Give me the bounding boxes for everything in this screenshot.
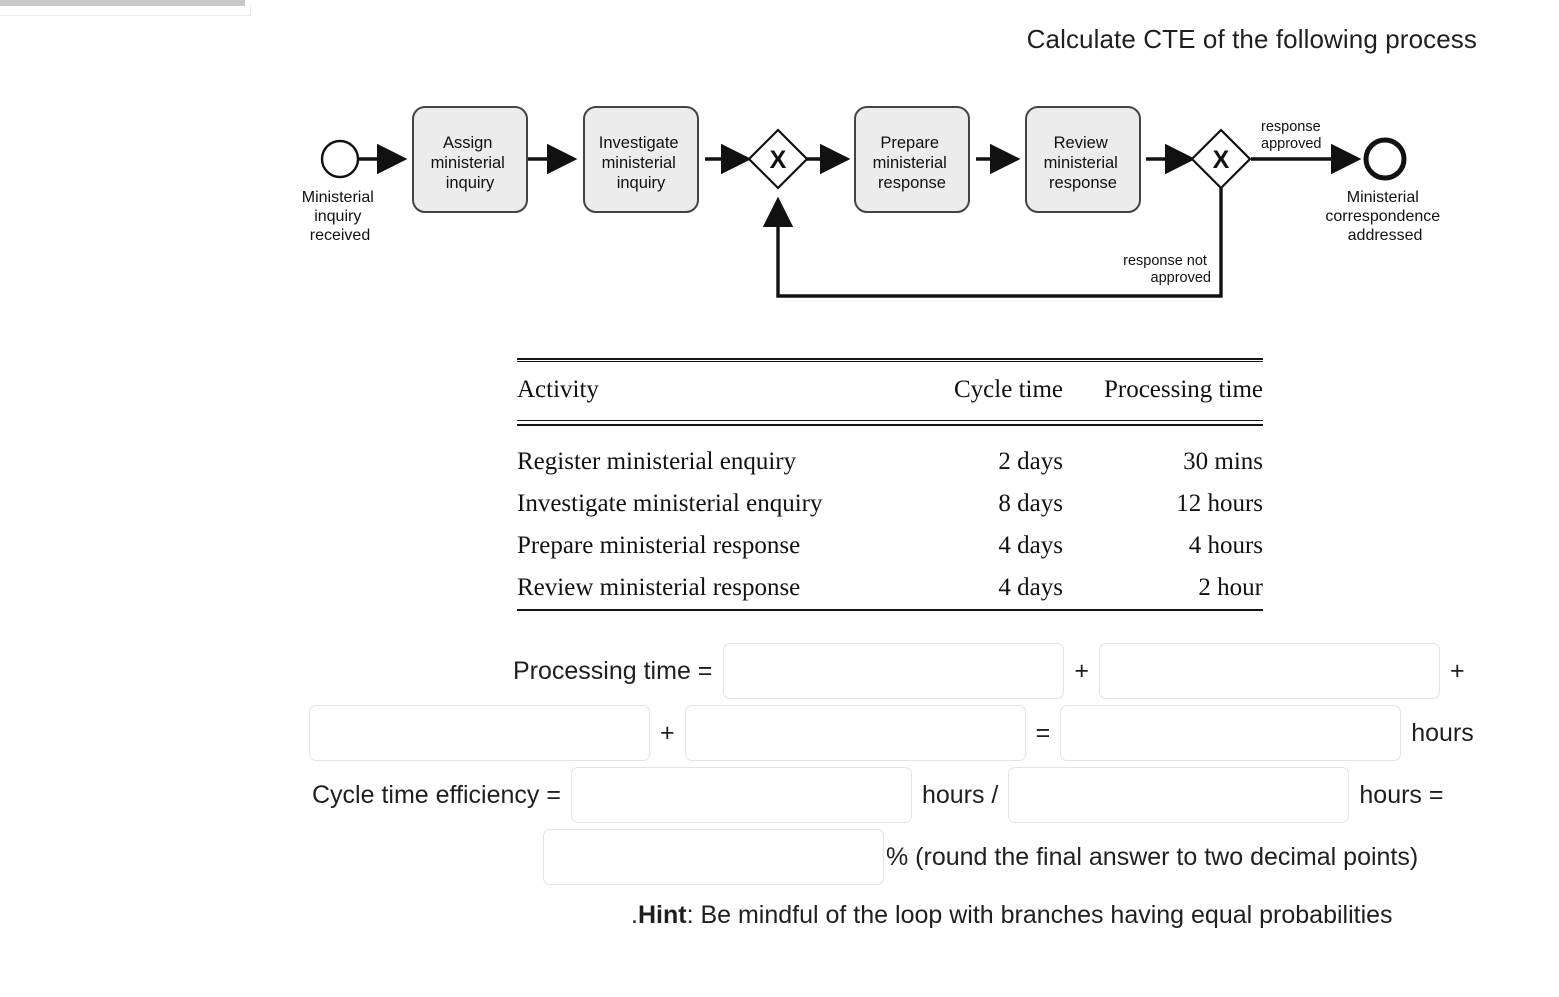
equals-operator-1: = xyxy=(1035,718,1051,747)
cell-processing-time: 4 hours xyxy=(1188,532,1263,559)
task-label: Prepare ministerial response xyxy=(873,134,952,192)
top-strip xyxy=(0,0,245,6)
processing-time-term-4-input[interactable] xyxy=(684,705,1026,761)
cell-activity: Review ministerial response xyxy=(517,574,801,601)
top-strip-underline xyxy=(0,6,251,16)
start-event-label: Ministerial inquiry received xyxy=(302,189,378,244)
cell-processing-time: 30 mins xyxy=(1183,448,1263,475)
flow-response-not-approved xyxy=(762,188,1223,298)
cell-activity: Register ministerial enquiry xyxy=(517,448,797,475)
answer-form: Processing time = + + + = hours Cycle ti… xyxy=(0,640,1559,942)
table-row: Prepare ministerial response 4 days 4 ho… xyxy=(517,525,1263,567)
cell-processing-time: 2 hour xyxy=(1198,574,1263,601)
task-label: Assign ministerial inquiry xyxy=(431,134,510,192)
cell-cycle-time: 4 days xyxy=(998,532,1063,559)
page-title: Calculate CTE of the following process xyxy=(1026,24,1477,54)
cell-cycle-time: 4 days xyxy=(998,574,1063,601)
hours-divide-unit: hours / xyxy=(921,780,999,809)
plus-operator-3: + xyxy=(660,718,675,747)
plus-operator-2: + xyxy=(1450,656,1465,685)
start-event xyxy=(320,139,360,179)
cell-processing-time: 12 hours xyxy=(1176,490,1263,517)
percent-rounding-note: % (round the final answer to two decimal… xyxy=(886,842,1419,871)
hours-equals-unit: hours = xyxy=(1359,780,1444,809)
cte-result-input[interactable] xyxy=(543,829,884,885)
gateway-symbol: X xyxy=(770,146,787,174)
task-prepare-ministerial-response: Prepare ministerial response xyxy=(854,106,970,213)
processing-time-total-input[interactable] xyxy=(1060,705,1402,761)
table-header-activity: Activity xyxy=(517,361,913,421)
gateway-xor-join: X xyxy=(747,128,809,190)
bpmn-process-diagram: Ministerial inquiry received Assign mini… xyxy=(0,75,1559,325)
hint-prefix: . xyxy=(631,900,638,929)
task-assign-ministerial-inquiry: Assign ministerial inquiry xyxy=(412,106,528,213)
cte-numerator-input[interactable] xyxy=(570,767,912,823)
table-row: Register ministerial enquiry 2 days 30 m… xyxy=(517,425,1263,483)
task-investigate-ministerial-inquiry: Investigate ministerial inquiry xyxy=(583,106,699,213)
task-label: Review ministerial response xyxy=(1044,134,1123,192)
end-event xyxy=(1363,137,1407,181)
processing-time-label: Processing time = xyxy=(513,656,713,685)
task-label: Investigate ministerial inquiry xyxy=(599,134,683,192)
table-header-processing-time: Processing time xyxy=(1063,361,1263,421)
hint-bold-label: Hint xyxy=(637,900,687,929)
processing-time-term-1-input[interactable] xyxy=(723,643,1065,699)
cycle-time-efficiency-label: Cycle time efficiency = xyxy=(312,780,561,809)
gateway-symbol: X xyxy=(1213,146,1230,174)
flow-label-response-approved: response approved xyxy=(1261,119,1325,152)
activity-table: Activity Cycle time Processing time Regi… xyxy=(517,358,1263,612)
gateway-xor-split: X xyxy=(1190,128,1252,190)
hint-body: : Be mindful of the loop with branches h… xyxy=(686,900,1393,929)
cell-activity: Investigate ministerial enquiry xyxy=(517,490,823,517)
table-header-cycle-time: Cycle time xyxy=(913,361,1063,421)
processing-time-term-2-input[interactable] xyxy=(1099,643,1440,699)
hours-unit-1: hours xyxy=(1411,718,1474,747)
cell-cycle-time: 2 days xyxy=(998,448,1063,475)
plus-operator-1: + xyxy=(1074,656,1089,685)
flow-label-response-not-approved: response not approved xyxy=(1123,253,1211,286)
hint-text: .Hint: Be mindful of the loop with branc… xyxy=(631,901,1393,930)
cell-cycle-time: 8 days xyxy=(998,490,1063,517)
end-event-label: Ministerial correspondence addressed xyxy=(1325,189,1444,244)
cell-activity: Prepare ministerial response xyxy=(517,532,801,559)
table-row: Review ministerial response 4 days 2 hou… xyxy=(517,567,1263,610)
cte-denominator-input[interactable] xyxy=(1008,767,1350,823)
table-row: Investigate ministerial enquiry 8 days 1… xyxy=(517,483,1263,525)
processing-time-term-3-input[interactable] xyxy=(309,705,650,761)
task-review-ministerial-response: Review ministerial response xyxy=(1025,106,1141,213)
